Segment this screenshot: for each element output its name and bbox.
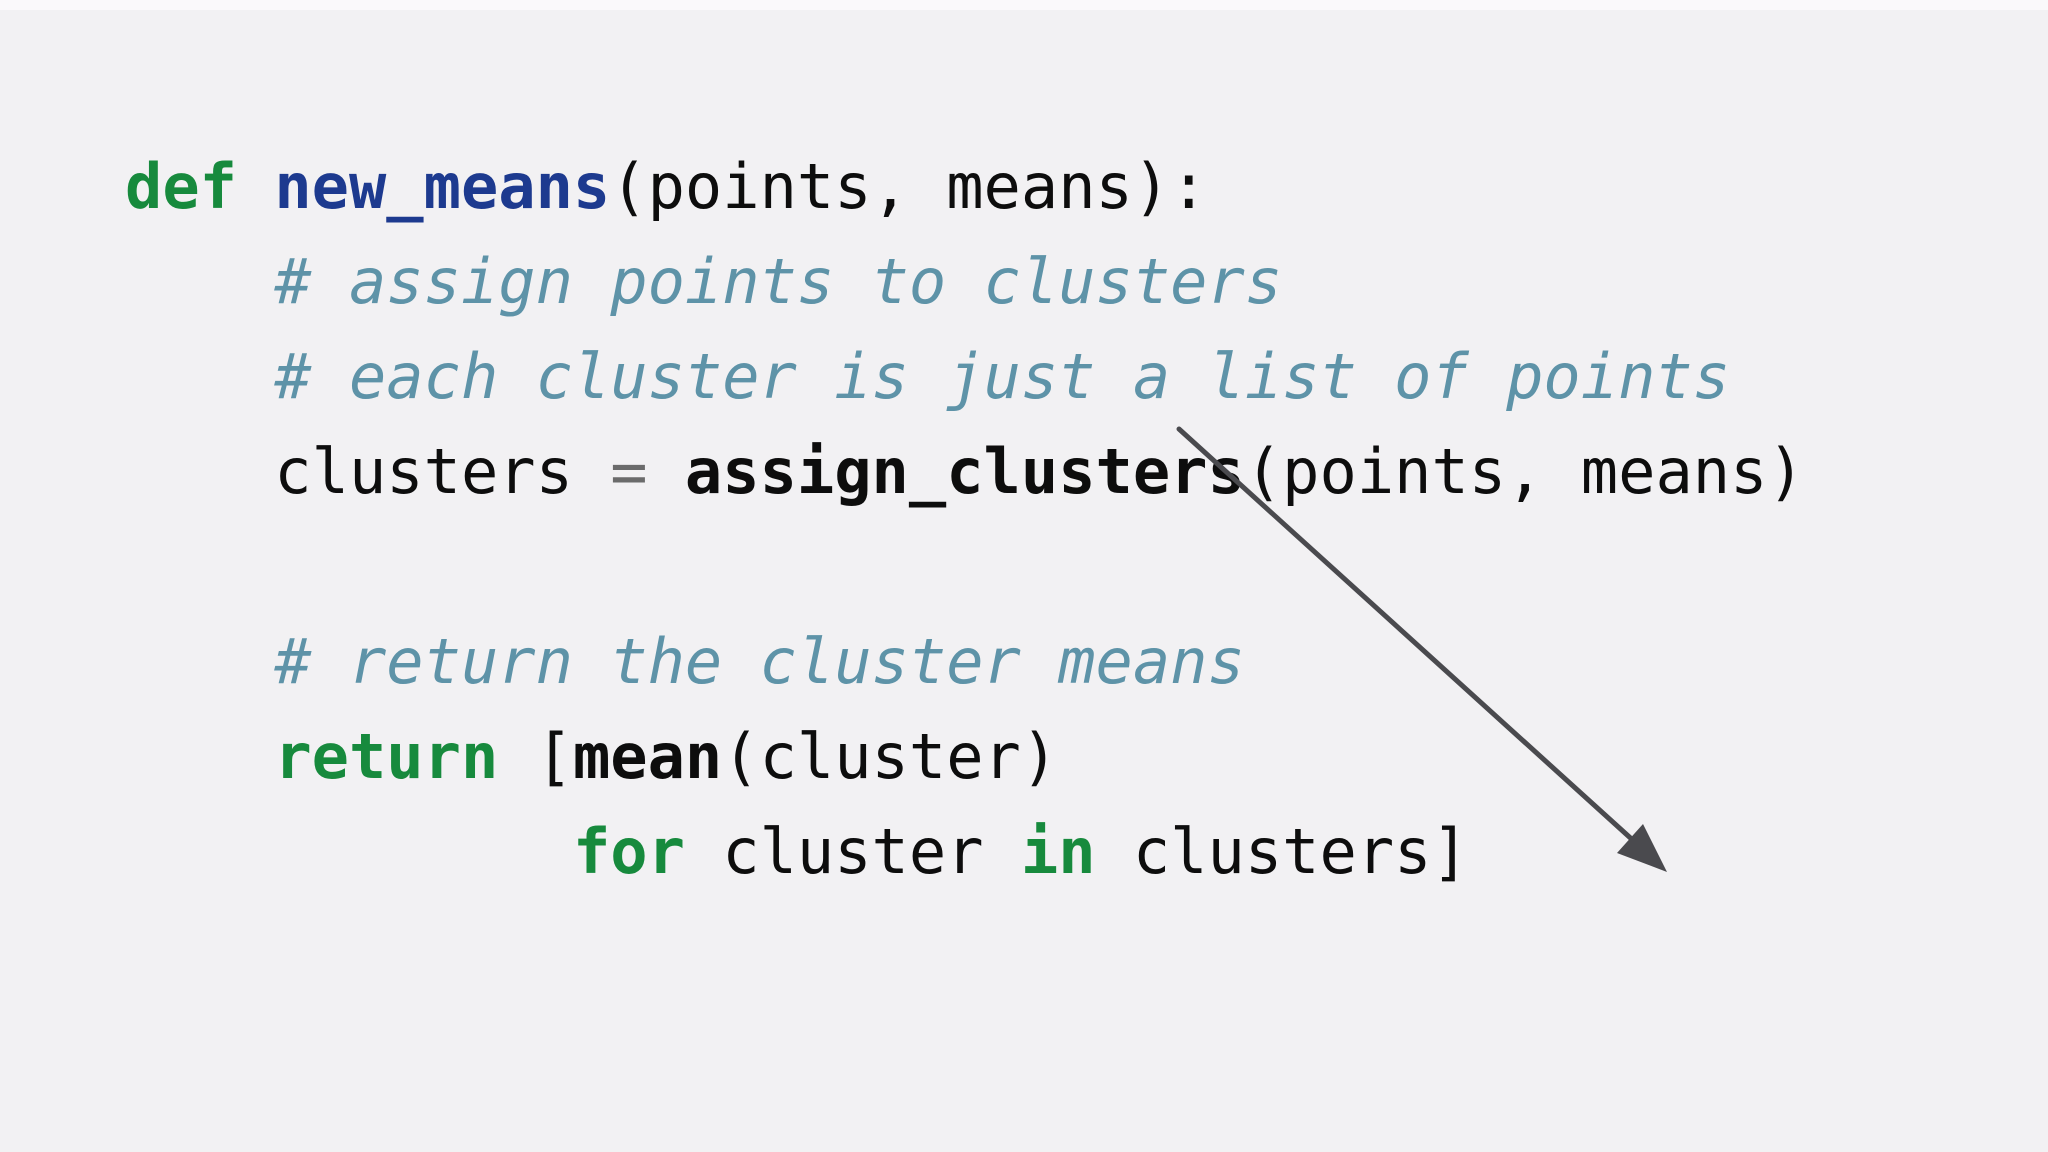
top-edge-strip [0, 0, 2048, 10]
code-token-plain [648, 435, 685, 508]
code-token-comment: # each cluster is just a list of points [125, 340, 1731, 413]
code-token-comment: # assign points to clusters [125, 245, 1283, 318]
code-token-keyword: for [572, 815, 685, 888]
code-token-keyword: def [125, 150, 237, 223]
code-token-plain: [ [498, 720, 573, 793]
code-token-plain [237, 150, 274, 223]
code-token-plain [125, 815, 573, 888]
code-token-keyword: in [1020, 815, 1096, 888]
code-line: clusters = assign_clusters(points, means… [125, 424, 1805, 519]
code-line [125, 519, 1805, 614]
code-token-boldplain: mean [572, 720, 723, 793]
code-token-boldplain: assign_clusters [684, 435, 1245, 508]
code-token-plain: (points, means): [610, 150, 1208, 223]
code-token-operator: = [610, 435, 648, 508]
code-line: # each cluster is just a list of points [125, 329, 1805, 424]
code-token-keyword: return [274, 720, 499, 793]
code-token-plain [125, 720, 274, 793]
code-token-plain: (cluster) [722, 720, 1059, 793]
code-line: def new_means(points, means): [125, 139, 1805, 234]
code-token-plain: clusters [125, 435, 611, 508]
code-line: # assign points to clusters [125, 234, 1805, 329]
code-token-plain: (points, means) [1244, 435, 1805, 508]
code-block: def new_means(points, means): # assign p… [125, 139, 1805, 899]
code-line: for cluster in clusters] [125, 804, 1805, 899]
code-token-plain: cluster [684, 815, 1021, 888]
code-token-plain: clusters] [1095, 815, 1469, 888]
code-token-defname: new_means [274, 150, 611, 223]
code-token-comment: # return the cluster means [125, 625, 1245, 698]
code-line: return [mean(cluster) [125, 709, 1805, 804]
code-line: # return the cluster means [125, 614, 1805, 709]
